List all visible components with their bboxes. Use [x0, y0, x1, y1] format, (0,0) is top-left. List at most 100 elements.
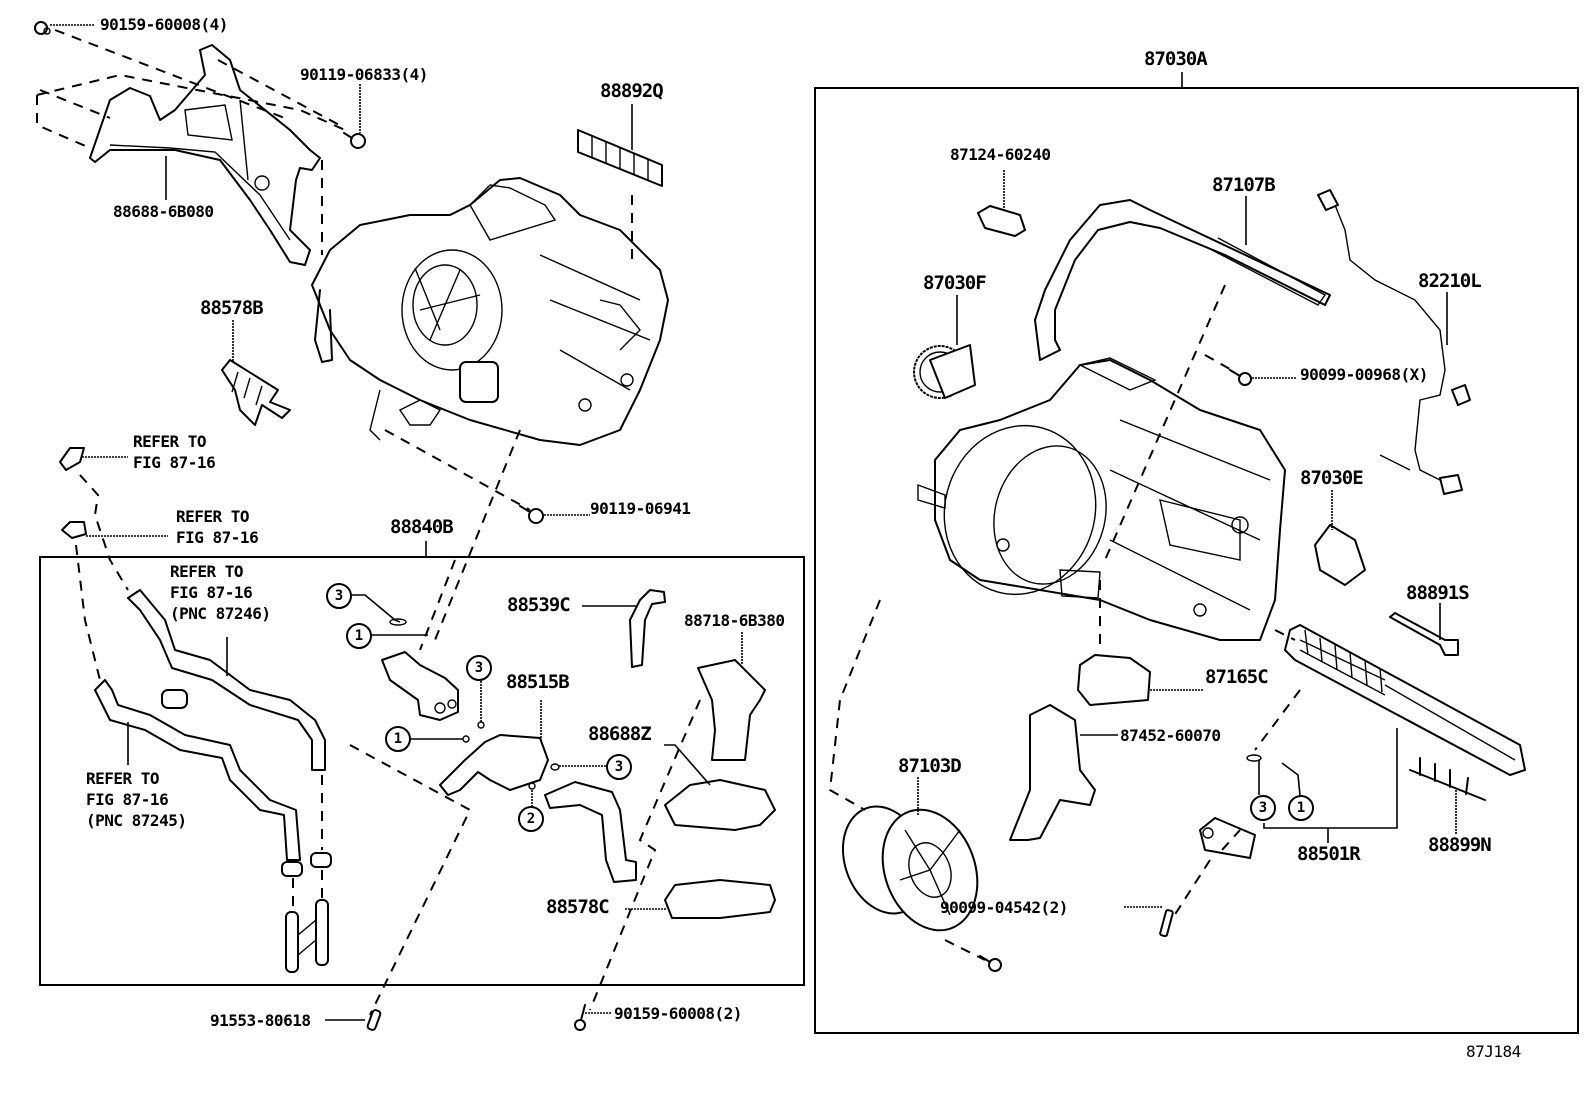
assembly-label-88840b[interactable]: 88840B — [390, 516, 454, 538]
callout-3: 3 — [326, 583, 352, 609]
screw-icon — [1229, 369, 1252, 386]
hvac-unit-drawing — [917, 357, 1286, 641]
callout-1: 1 — [385, 726, 411, 752]
connector-icon — [1451, 384, 1471, 406]
dash — [36, 73, 346, 131]
dash — [39, 89, 111, 119]
connector-icon — [1317, 189, 1339, 211]
part-label-87030e[interactable]: 87030E — [1300, 467, 1364, 489]
clip-icon — [61, 521, 87, 539]
assembly-label-87030a[interactable]: 87030A — [1144, 48, 1208, 70]
sensor-88891s — [1389, 612, 1459, 656]
valve-88515b — [439, 734, 549, 796]
part-label-87030f[interactable]: 87030F — [923, 272, 987, 294]
part-label-90099-00968[interactable]: 90099-00968(X) — [1300, 365, 1428, 384]
leader — [1281, 762, 1301, 796]
connector-icon — [1439, 474, 1463, 495]
part-label-88539c[interactable]: 88539C — [507, 594, 571, 616]
part-label-88899n[interactable]: 88899N — [1428, 834, 1492, 856]
screw-icon — [979, 955, 1002, 972]
bracket-87452-60070 — [1009, 704, 1096, 841]
clamp-icon — [161, 689, 188, 709]
dash — [349, 744, 472, 1016]
dash — [1254, 689, 1301, 751]
refer-note-2[interactable]: REFER TO FIG 87-16 — [176, 507, 259, 547]
part-label-90159-60008-top[interactable]: 90159-60008(4) — [100, 15, 228, 34]
clip-icon — [34, 21, 51, 35]
part-label-82210l[interactable]: 82210L — [1418, 270, 1482, 292]
part-label-87124-60240[interactable]: 87124-60240 — [950, 145, 1051, 164]
duct-88578b — [221, 359, 291, 426]
blower-87103d — [841, 805, 979, 932]
part-label-91553-80618[interactable]: 91553-80618 — [210, 1011, 311, 1030]
filter-88892q — [577, 129, 663, 187]
refer-note-1[interactable]: REFER TO FIG 87-16 — [133, 432, 216, 472]
callout-3: 3 — [466, 655, 492, 681]
part-label-90099-04542[interactable]: 90099-04542(2) — [940, 898, 1068, 917]
drain-pipe — [544, 781, 637, 883]
hose-87246 — [127, 589, 326, 771]
clip-icon — [574, 1004, 586, 1031]
refer-note-3[interactable]: REFER TO FIG 87-16 (PNC 87246) — [170, 562, 271, 623]
heater-unit-drawing — [311, 177, 669, 446]
dash — [292, 870, 323, 910]
wire-harness-82210l — [1334, 204, 1446, 481]
dash — [217, 59, 346, 129]
part-label-90159-60008-bottom[interactable]: 90159-60008(2) — [614, 1004, 742, 1023]
o-ring-icon — [389, 618, 407, 626]
part-label-88501r[interactable]: 88501R — [1297, 843, 1361, 865]
part-label-88578c[interactable]: 88578C — [546, 896, 610, 918]
figure-code: 87J184 — [1466, 1042, 1521, 1061]
bolt-icon — [519, 505, 544, 524]
callout-1: 1 — [346, 623, 372, 649]
bracket-88718-6b380 — [697, 659, 766, 761]
callout-3: 3 — [1250, 795, 1276, 821]
dash — [944, 939, 986, 961]
assembly-88840b-frame — [39, 556, 805, 986]
hose-87245 — [94, 679, 301, 861]
actuator-87030e — [1314, 524, 1366, 586]
dash — [1274, 629, 1296, 641]
refer-note-4[interactable]: REFER TO FIG 87-16 (PNC 87245) — [86, 769, 187, 830]
part-label-87165c[interactable]: 87165C — [1205, 666, 1269, 688]
part-label-88578b[interactable]: 88578B — [200, 297, 264, 319]
part-label-88891s[interactable]: 88891S — [1406, 582, 1470, 604]
dash — [36, 95, 91, 149]
evaporator-88501r — [1284, 624, 1526, 776]
part-label-87103d[interactable]: 87103D — [898, 755, 962, 777]
part-label-88688z[interactable]: 88688Z — [588, 723, 652, 745]
seal-88578c — [664, 879, 776, 919]
screw-icon — [366, 1009, 382, 1031]
part-label-88892q[interactable]: 88892Q — [600, 80, 664, 102]
leader — [1263, 728, 1398, 829]
plate-88688z — [664, 779, 776, 831]
part-label-90119-06833[interactable]: 90119-06833(4) — [300, 65, 428, 84]
part-label-88688-6b080[interactable]: 88688-6B080 — [113, 202, 214, 221]
callout-2: 2 — [518, 806, 544, 832]
o-ring-icon — [1246, 754, 1262, 762]
dash — [1164, 829, 1241, 931]
callout-1: 1 — [1288, 795, 1314, 821]
clip-icon — [59, 447, 85, 471]
pipe-fitting — [285, 899, 329, 973]
valve-pipe — [381, 651, 459, 721]
servo-87030f — [913, 344, 976, 399]
part-label-88515b[interactable]: 88515B — [506, 671, 570, 693]
part-label-90119-06941[interactable]: 90119-06941 — [590, 499, 691, 518]
leader — [664, 744, 711, 786]
actuator-87165c — [1077, 654, 1151, 706]
clip-strip-88899n — [1409, 757, 1486, 801]
part-label-87107b[interactable]: 87107B — [1212, 174, 1276, 196]
dash — [419, 559, 456, 651]
dash — [828, 599, 881, 811]
assembly-87030a-frame — [814, 87, 1579, 1034]
part-87124-60240 — [977, 205, 1026, 237]
bolt-icon — [1159, 909, 1174, 938]
dash — [1104, 284, 1226, 561]
part-label-88718-6b380[interactable]: 88718-6B380 — [684, 611, 785, 630]
part-label-87452-60070[interactable]: 87452-60070 — [1120, 726, 1221, 745]
dash — [54, 29, 291, 121]
leader — [352, 594, 401, 623]
